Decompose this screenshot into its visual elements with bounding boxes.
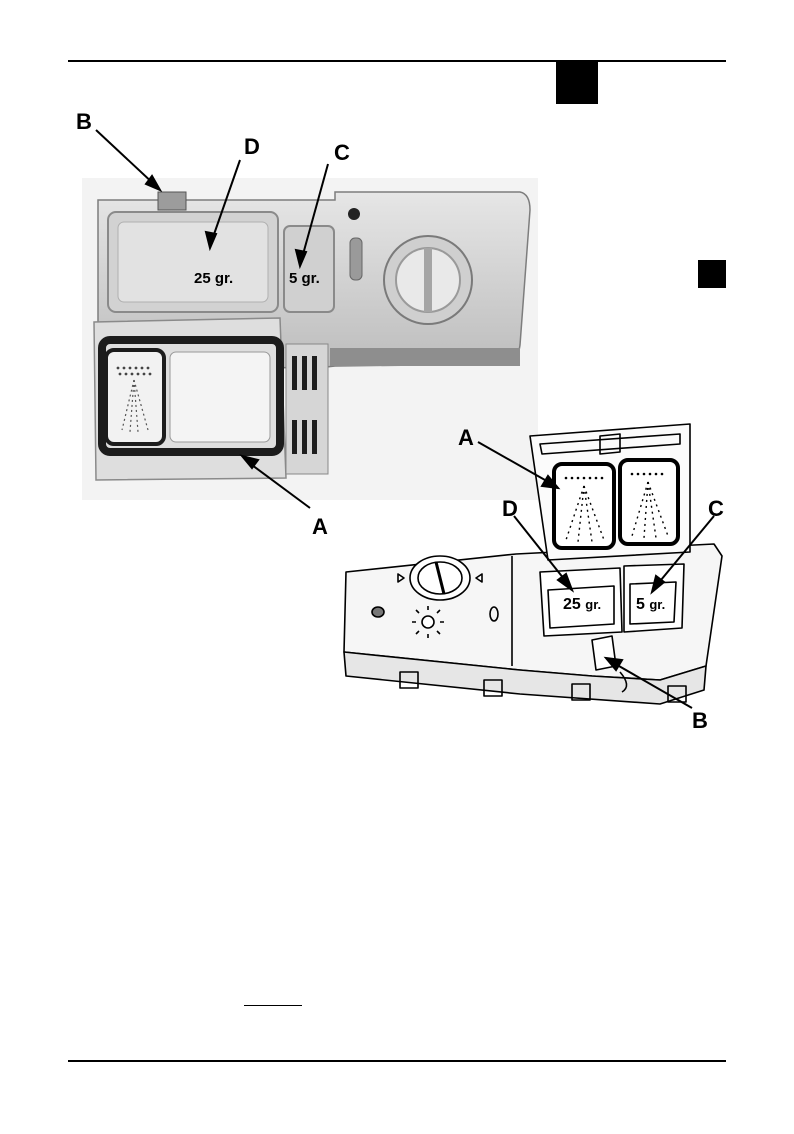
drawing-main-compartment-label: 25 gr. — [563, 596, 601, 614]
drawing-label-d: D — [502, 496, 518, 522]
footnote-rule — [244, 1005, 302, 1006]
drawing-label-b: B — [692, 708, 708, 734]
drawing-pre-unit: gr. — [649, 597, 665, 612]
drawing-label-c: C — [708, 496, 724, 522]
drawing-label-a: A — [458, 425, 474, 451]
footer-rule — [68, 1060, 726, 1062]
drawing-main-number: 25 — [563, 596, 581, 613]
drawing-pre-compartment-label: 5 gr. — [636, 596, 665, 614]
drawing-main-unit: gr. — [585, 597, 601, 612]
drawing-pre-number: 5 — [636, 596, 645, 613]
